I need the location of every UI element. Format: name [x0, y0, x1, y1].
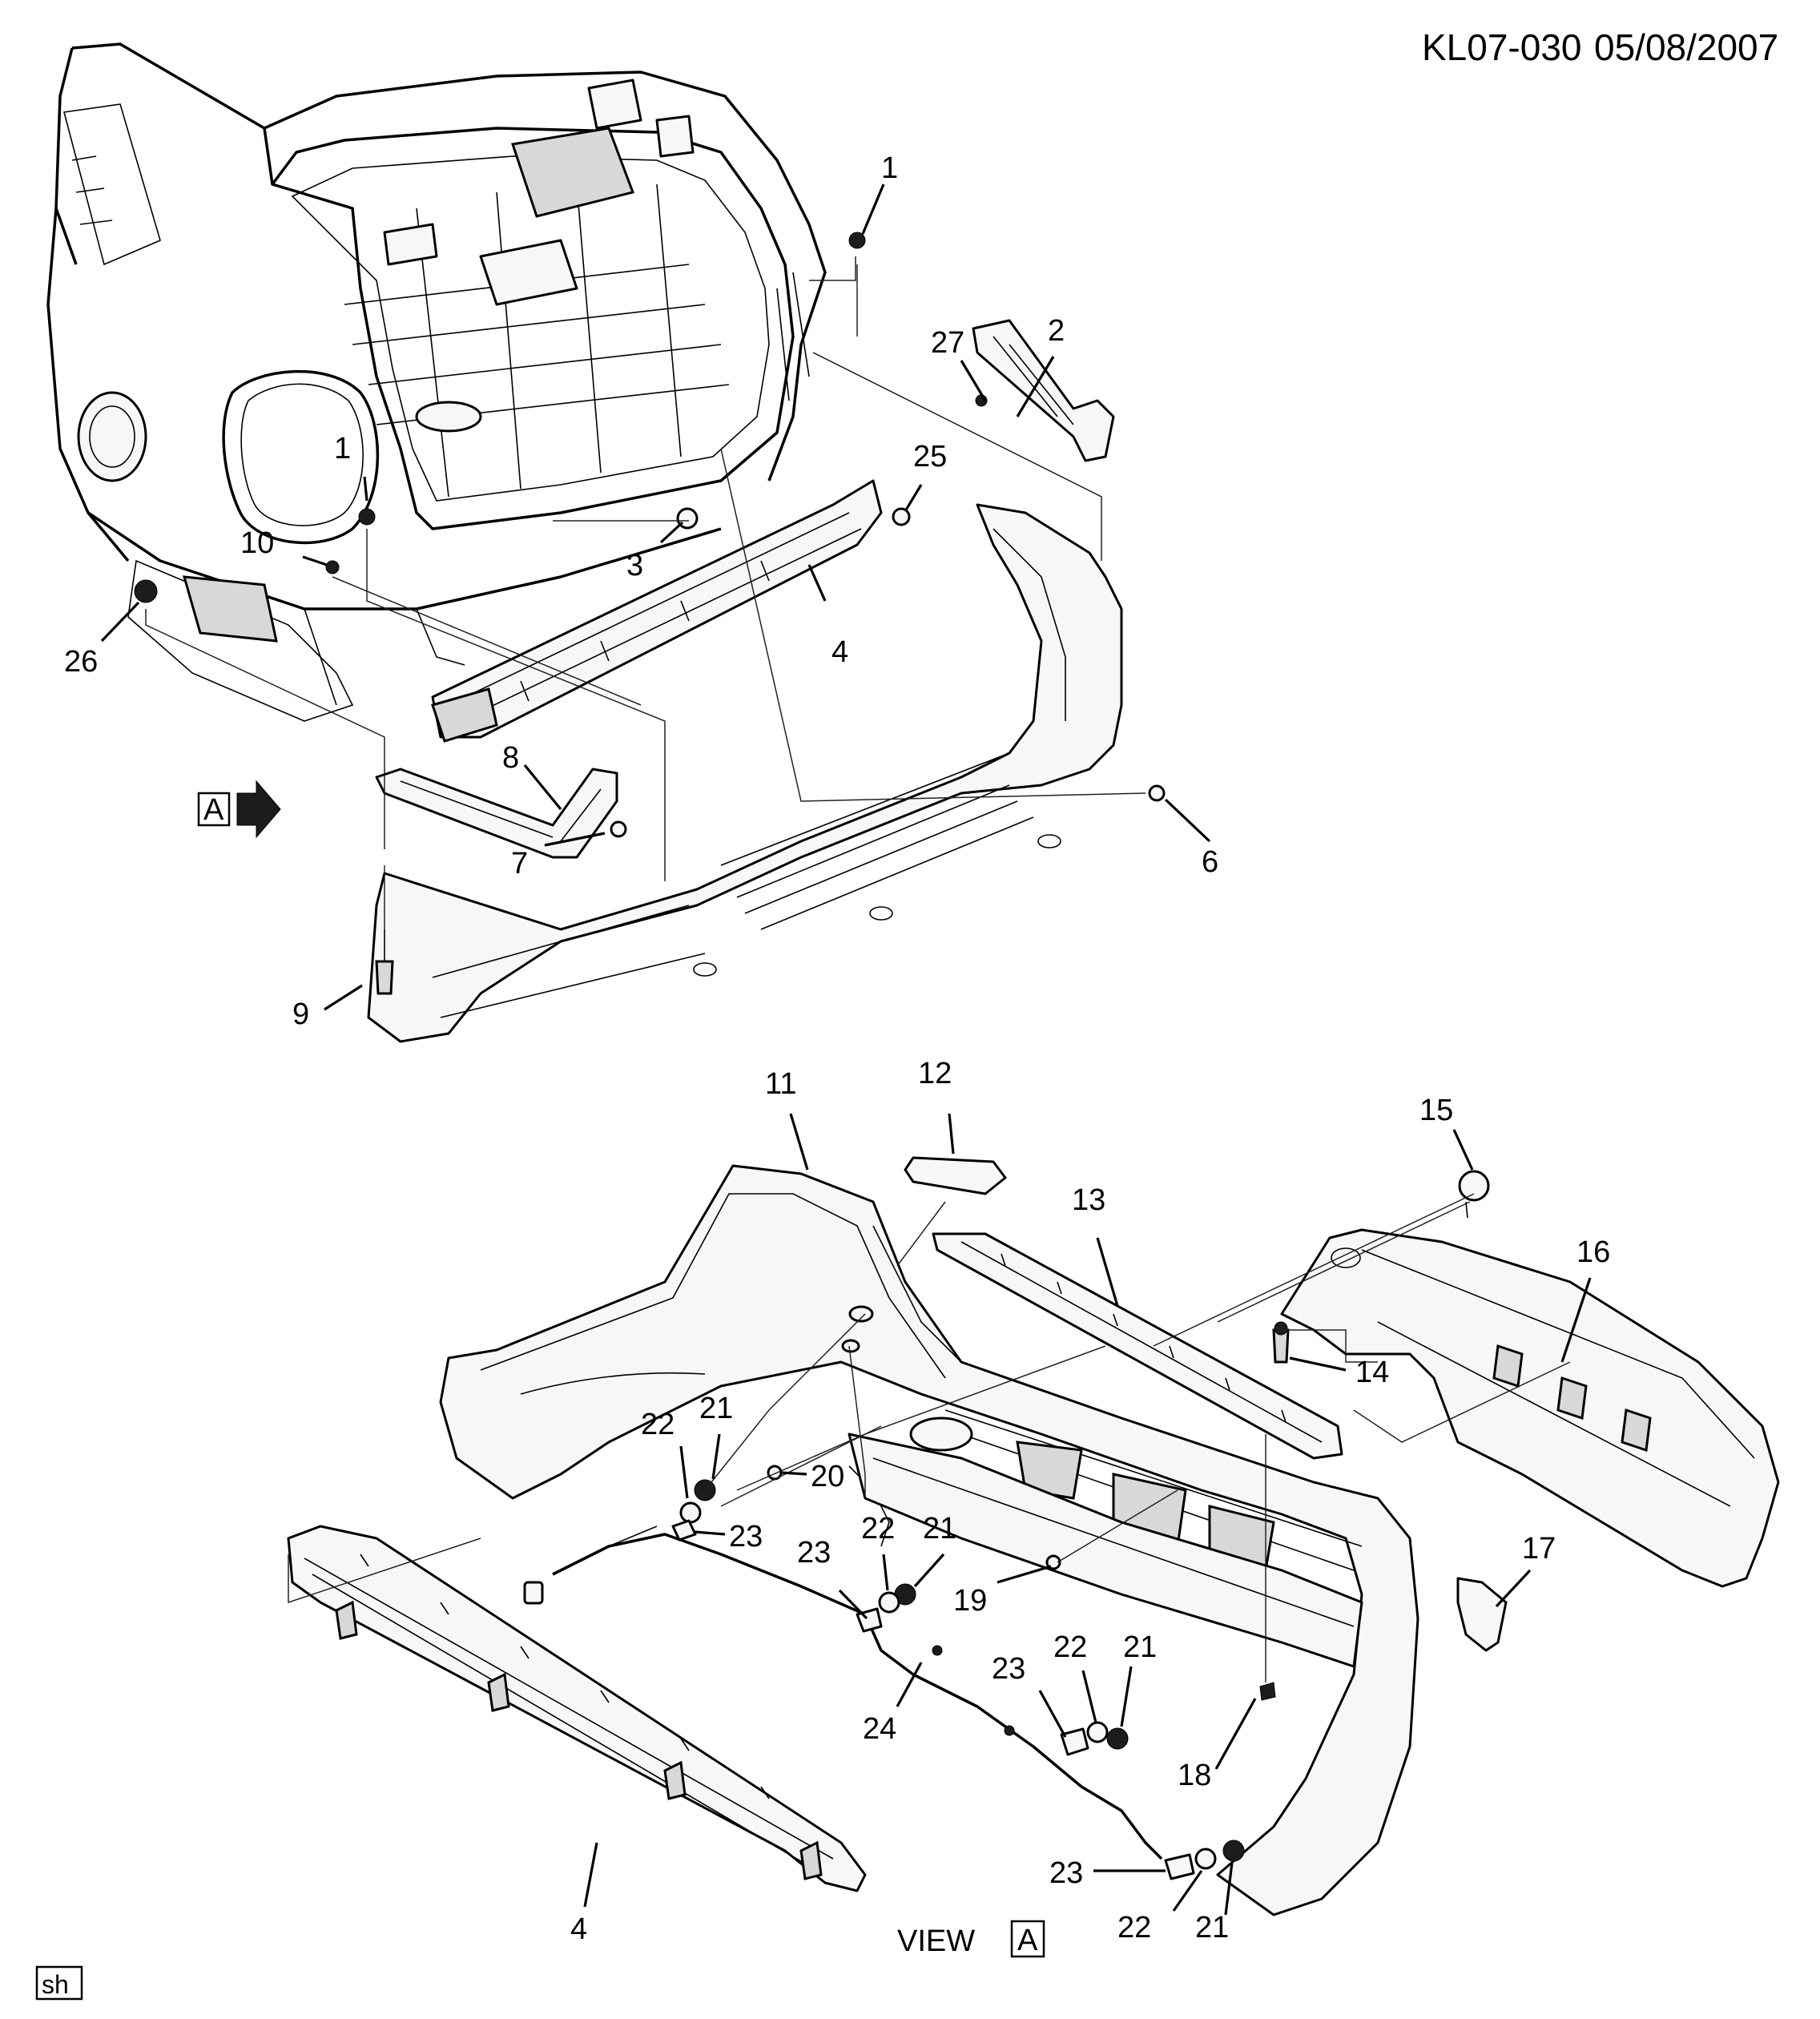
- callout-4: 4: [570, 1912, 587, 1946]
- bumper-bracket-right: [972, 319, 1115, 462]
- callout-10: 10: [240, 526, 274, 560]
- callout-19: 19: [953, 1584, 987, 1618]
- callout-22: 22: [1053, 1630, 1087, 1664]
- callout-leaders: [100, 183, 1592, 1916]
- callout-22: 22: [1117, 1911, 1151, 1944]
- callout-21: 21: [1123, 1630, 1157, 1664]
- callout-23: 23: [992, 1652, 1025, 1686]
- impact-bar-lower: [287, 1525, 867, 1892]
- tow-eye-cover: [904, 1156, 1007, 1195]
- callout-27: 27: [931, 326, 964, 360]
- footer-tag-box: [35, 1965, 83, 2001]
- view-a-indicator: A: [197, 780, 281, 839]
- lower-guide-lines: [288, 1193, 1571, 1682]
- callout-1: 1: [334, 432, 351, 465]
- step-pad: [932, 1232, 1343, 1460]
- lower-valance: [1280, 1228, 1780, 1588]
- callout-14: 14: [1355, 1356, 1389, 1389]
- callout-23: 23: [1049, 1856, 1083, 1890]
- callout-21: 21: [923, 1512, 956, 1545]
- diagram-date: 05/08/2007: [1594, 26, 1778, 68]
- upper-guide-lines: [145, 256, 1146, 929]
- view-caption-text: VIEW: [897, 1924, 975, 1958]
- callout-3: 3: [626, 549, 643, 582]
- view-a-arrow-icon: [236, 780, 281, 839]
- callout-17: 17: [1522, 1532, 1556, 1566]
- callout-9: 9: [292, 997, 309, 1031]
- wiring-harness: [523, 1525, 1163, 1860]
- footer-tag-text: sh: [42, 1970, 69, 1999]
- callout-2: 2: [1048, 314, 1065, 348]
- callout-15: 15: [1419, 1094, 1453, 1127]
- diagram-code: KL07-030: [1422, 26, 1582, 68]
- vehicle-rear-body: [46, 42, 827, 722]
- callout-22: 22: [641, 1408, 674, 1441]
- callout-numbers: 1 2 27 1 25 10 3 26 4 8 7 6 9 11 12 15 1…: [64, 151, 1610, 1946]
- callout-26: 26: [64, 645, 98, 679]
- callout-23: 23: [797, 1536, 831, 1570]
- callout-16: 16: [1576, 1235, 1610, 1269]
- park-assist-sensors: [671, 1479, 1245, 1880]
- callout-18: 18: [1178, 1759, 1211, 1792]
- view-caption-box: [1010, 1920, 1045, 1958]
- callout-12: 12: [918, 1057, 952, 1090]
- bumper-fascia-lower: [439, 1164, 1419, 1916]
- bumper-bracket-left: [375, 768, 618, 859]
- corner-cap: [1456, 1577, 1508, 1652]
- callout-24: 24: [863, 1712, 896, 1746]
- callout-6: 6: [1202, 845, 1218, 879]
- tow-hook-cap: [1458, 1170, 1490, 1219]
- callout-21: 21: [699, 1392, 733, 1425]
- callout-25: 25: [913, 440, 947, 474]
- callout-11: 11: [765, 1067, 796, 1101]
- callout-21: 21: [1195, 1911, 1229, 1944]
- callout-22: 22: [861, 1512, 895, 1545]
- bumper-fascia-upper: [367, 503, 1123, 1043]
- callout-1: 1: [881, 151, 898, 185]
- view-a-caption: VIEW A: [897, 1920, 1045, 1958]
- lower-fasteners: [767, 1321, 1290, 1701]
- callout-8: 8: [502, 741, 519, 775]
- callout-20: 20: [811, 1460, 844, 1493]
- callout-23: 23: [729, 1520, 763, 1554]
- view-a-box: [197, 792, 231, 827]
- view-a-arrow-label: A: [203, 793, 224, 827]
- footer-tag: sh: [35, 1965, 83, 2001]
- callout-13: 13: [1072, 1183, 1105, 1217]
- callout-7: 7: [511, 847, 528, 881]
- view-caption-letter: A: [1017, 1924, 1038, 1957]
- callout-4: 4: [831, 635, 848, 669]
